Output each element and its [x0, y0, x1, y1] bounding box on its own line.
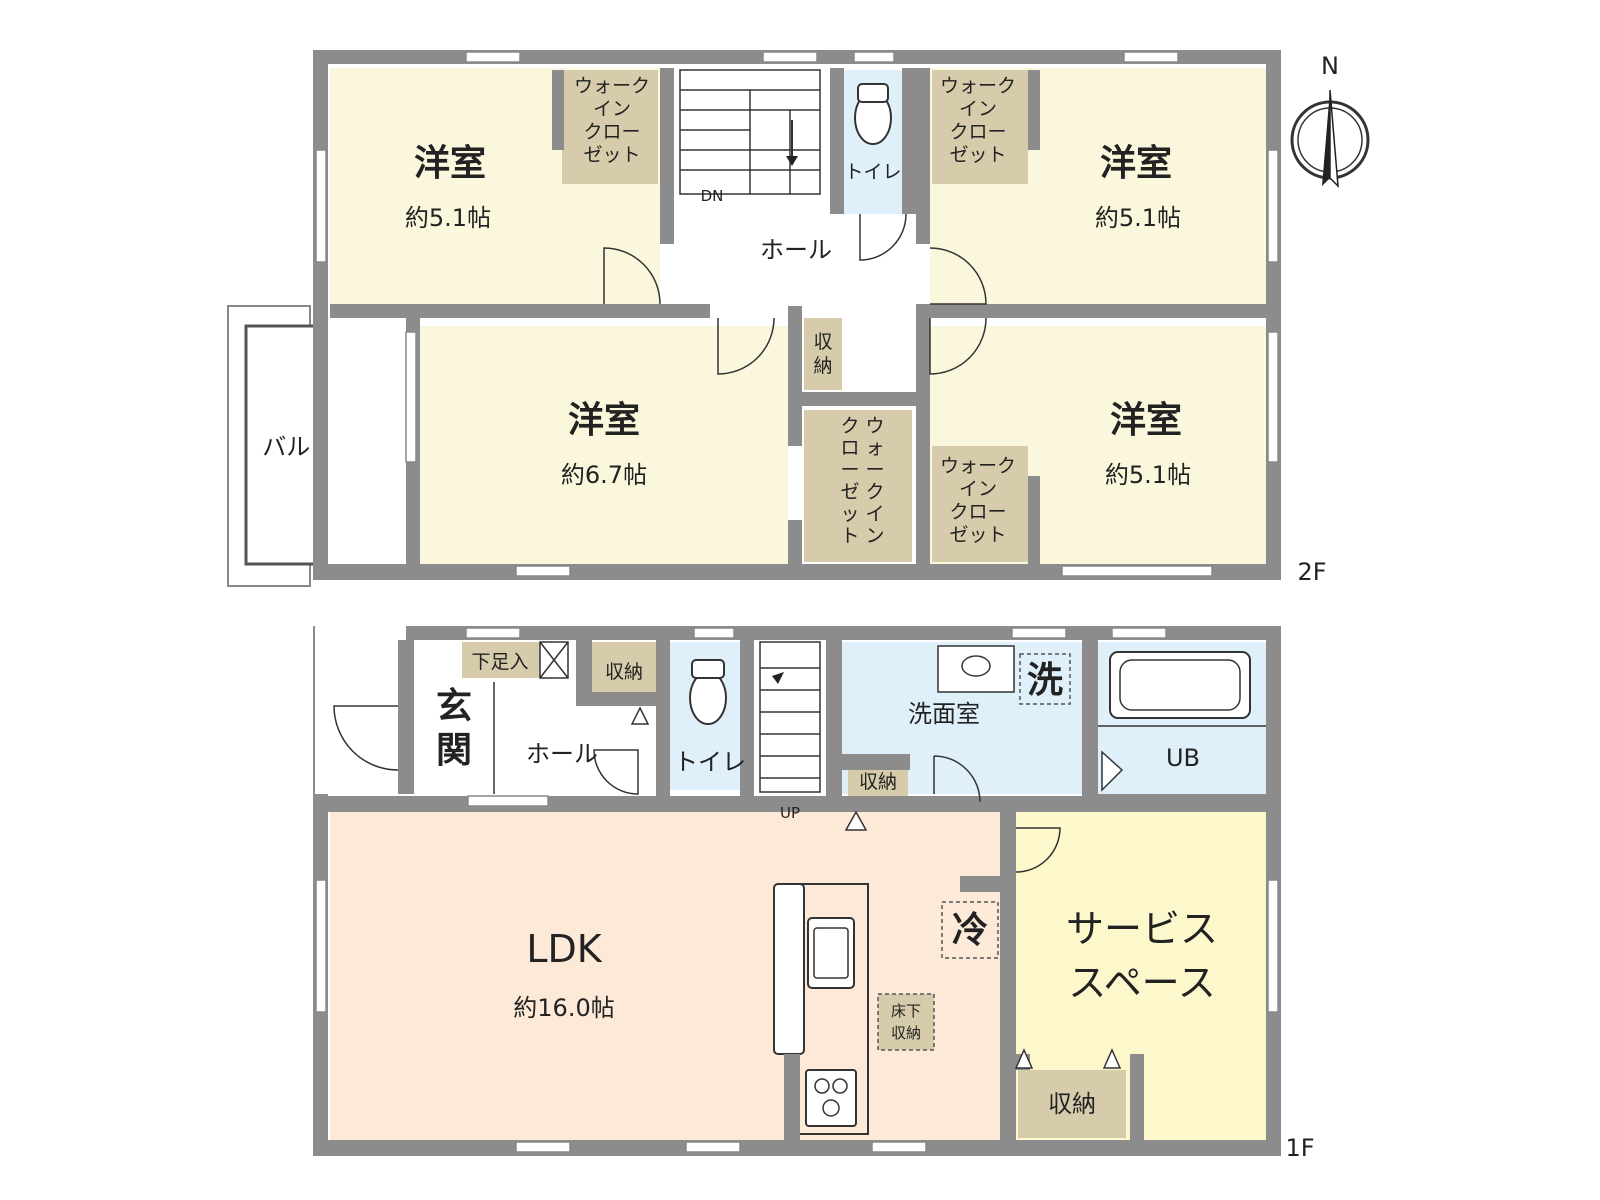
svg-text:ウォーク: ウォーク [940, 75, 1016, 97]
closet-nw-label: ウォーク イン クロー ゼット [574, 75, 650, 166]
room-se-area: 約5.1帖 [1105, 461, 1191, 489]
toilet-2f-label: トイレ [844, 161, 901, 183]
shoe-storage-label: 下足入 [471, 651, 528, 673]
svg-text:ク: ク [840, 415, 859, 437]
service-label-2: スペース [1068, 961, 1215, 1005]
sink-icon [807, 917, 855, 989]
svg-text:クロー: クロー [583, 121, 640, 143]
svg-text:ッ: ッ [840, 503, 859, 525]
svg-text:ロ: ロ [840, 437, 859, 459]
floor-2: バルコニー [227, 50, 1327, 587]
svg-text:イ: イ [865, 503, 884, 525]
svg-text:ー: ー [840, 459, 859, 481]
bath-label: UB [1166, 744, 1200, 772]
compass-icon: N [1290, 52, 1370, 188]
svg-text:クロー: クロー [949, 121, 1006, 143]
storage-2f-label-2: 納 [813, 355, 832, 377]
closet-ne [932, 70, 1028, 184]
doors-2f [603, 213, 987, 375]
washroom-storage-label: 収納 [859, 771, 897, 793]
toilet-1f-label: トイレ [674, 748, 746, 776]
floor-1: UP [313, 626, 1315, 1162]
svg-text:ン: ン [865, 525, 884, 547]
hall-storage-label: 収納 [605, 661, 643, 683]
storage-2f [804, 318, 842, 390]
hall-2f-label: ホール [760, 236, 832, 264]
svg-text:クロー: クロー [949, 501, 1006, 523]
entrance-label-1: 玄 [436, 686, 472, 727]
stairs-1f [759, 641, 821, 793]
wash-basin-icon [961, 655, 991, 677]
closet-ne-label: ウォーク イン クロー ゼット [940, 75, 1016, 166]
floor2-label: 2F [1297, 558, 1326, 586]
doors-1f [333, 705, 1124, 1069]
floor1-label: 1F [1285, 1134, 1314, 1162]
room-nw-area: 約5.1帖 [405, 204, 491, 232]
storage-2f-label-1: 収 [813, 331, 832, 353]
room-se-name: 洋室 [1110, 400, 1182, 441]
svg-text:イン: イン [959, 98, 997, 120]
toilet-1f-bowl-icon [689, 671, 727, 725]
entrance-label-2: 関 [436, 730, 472, 771]
svg-text:ゼット: ゼット [583, 144, 640, 166]
room-ne-name: 洋室 [1100, 143, 1172, 184]
washroom-storage [848, 770, 908, 796]
underfloor-label-1: 床下 [891, 1002, 921, 1020]
room-ne-area: 約5.1帖 [1095, 204, 1181, 232]
hall-1f-label: ホール [526, 740, 598, 768]
closet-se [932, 446, 1028, 562]
svg-text:ゼット: ゼット [949, 144, 1006, 166]
fridge-label: 冷 [952, 910, 988, 951]
shoe-storage [462, 642, 542, 678]
service-storage [1018, 1070, 1126, 1138]
windows-2f [315, 51, 1279, 577]
svg-text:ウォーク: ウォーク [574, 75, 650, 97]
svg-text:ゼ: ゼ [840, 481, 859, 503]
room-nw-name: 洋室 [414, 143, 486, 184]
hall-storage [592, 642, 656, 692]
windows-1f [315, 627, 1279, 1153]
bathtub-icon [1109, 651, 1251, 719]
service-label-1: サービス [1066, 907, 1218, 951]
room-ldk [330, 812, 1000, 1140]
svg-text:ウ: ウ [865, 415, 884, 437]
room-sw [420, 326, 788, 564]
stairs-dn-label: DN [701, 187, 724, 205]
porch [314, 626, 406, 794]
svg-text:ゼット: ゼット [949, 524, 1006, 546]
ldk-area: 約16.0帖 [513, 994, 614, 1022]
svg-text:イン: イン [959, 478, 997, 500]
stairs-up-label: UP [780, 804, 800, 822]
washer-space [1019, 653, 1071, 705]
washroom-label: 洗面室 [908, 700, 980, 728]
svg-text:ク: ク [865, 481, 884, 503]
entrance [414, 682, 494, 794]
closet-mid-label: ウ ォ ー ク イ ン ク ロ ー ゼ ッ ト [840, 415, 884, 547]
washer-label: 洗 [1027, 660, 1063, 701]
fridge-space [941, 901, 999, 959]
svg-text:イン: イン [593, 98, 631, 120]
svg-text:ォ: ォ [865, 437, 884, 459]
service-storage-label: 収納 [1048, 1090, 1096, 1118]
closet-se-label: ウォーク イン クロー ゼット [940, 455, 1016, 546]
closet-mid [804, 410, 912, 562]
underfloor-storage [877, 993, 935, 1051]
svg-text:ウォーク: ウォーク [940, 455, 1016, 477]
compass-north-label: N [1321, 52, 1339, 80]
svg-text:ト: ト [840, 525, 859, 547]
stairs-2f [679, 69, 821, 195]
underfloor-label-2: 収納 [891, 1024, 921, 1042]
room-sw-name: 洋室 [568, 400, 640, 441]
svg-text:ー: ー [865, 459, 884, 481]
closet-nw [562, 70, 658, 184]
room-sw-area: 約6.7帖 [561, 461, 647, 489]
stove-icon [805, 1069, 857, 1127]
ldk-name: LDK [526, 927, 602, 971]
